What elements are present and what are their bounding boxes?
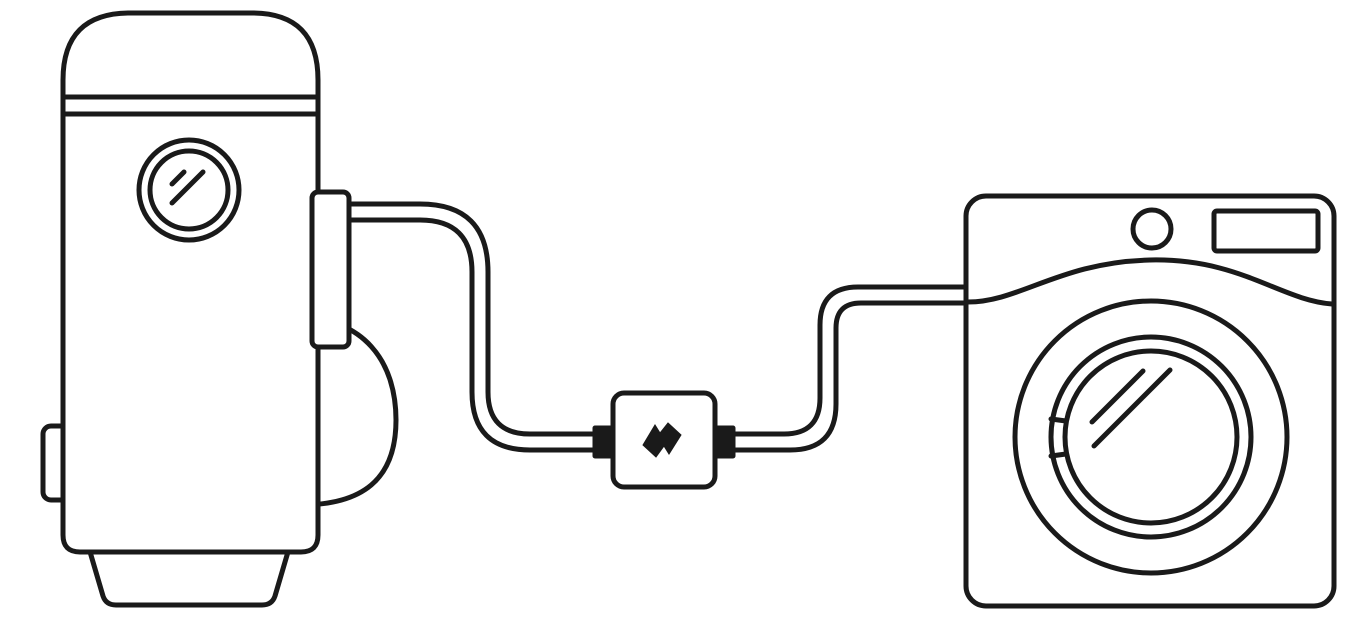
water-heater-gauge-outer — [136, 137, 242, 243]
cable-right — [730, 284, 969, 453]
water-heater-body — [60, 10, 321, 555]
washer-door-glass — [1062, 348, 1240, 526]
washer-glass-glare-1 — [1089, 368, 1146, 425]
washing-machine-icon — [963, 193, 1337, 609]
washer-control-dial — [1130, 207, 1174, 251]
washer-glass-glare-2 — [1091, 367, 1173, 449]
washer-door-outer — [1012, 298, 1290, 576]
washer-display — [1211, 208, 1321, 254]
inline-connector — [592, 390, 736, 490]
washer-door-hinge-1 — [1048, 416, 1069, 424]
water-heater-icon — [40, 10, 399, 608]
water-heater-gauge-glare-1 — [169, 169, 187, 187]
water-heater-gauge-glare-2 — [169, 169, 206, 206]
washer-door-hinge-2 — [1048, 451, 1069, 459]
water-heater-outlet-port — [309, 189, 352, 350]
cable-left — [346, 201, 600, 453]
water-heater-base — [85, 542, 293, 608]
water-heater-gauge-inner — [147, 148, 231, 232]
washer-panel-divider — [965, 257, 1335, 307]
lightning-bolt-icon — [642, 422, 682, 458]
washer-door-middle — [1048, 334, 1254, 540]
